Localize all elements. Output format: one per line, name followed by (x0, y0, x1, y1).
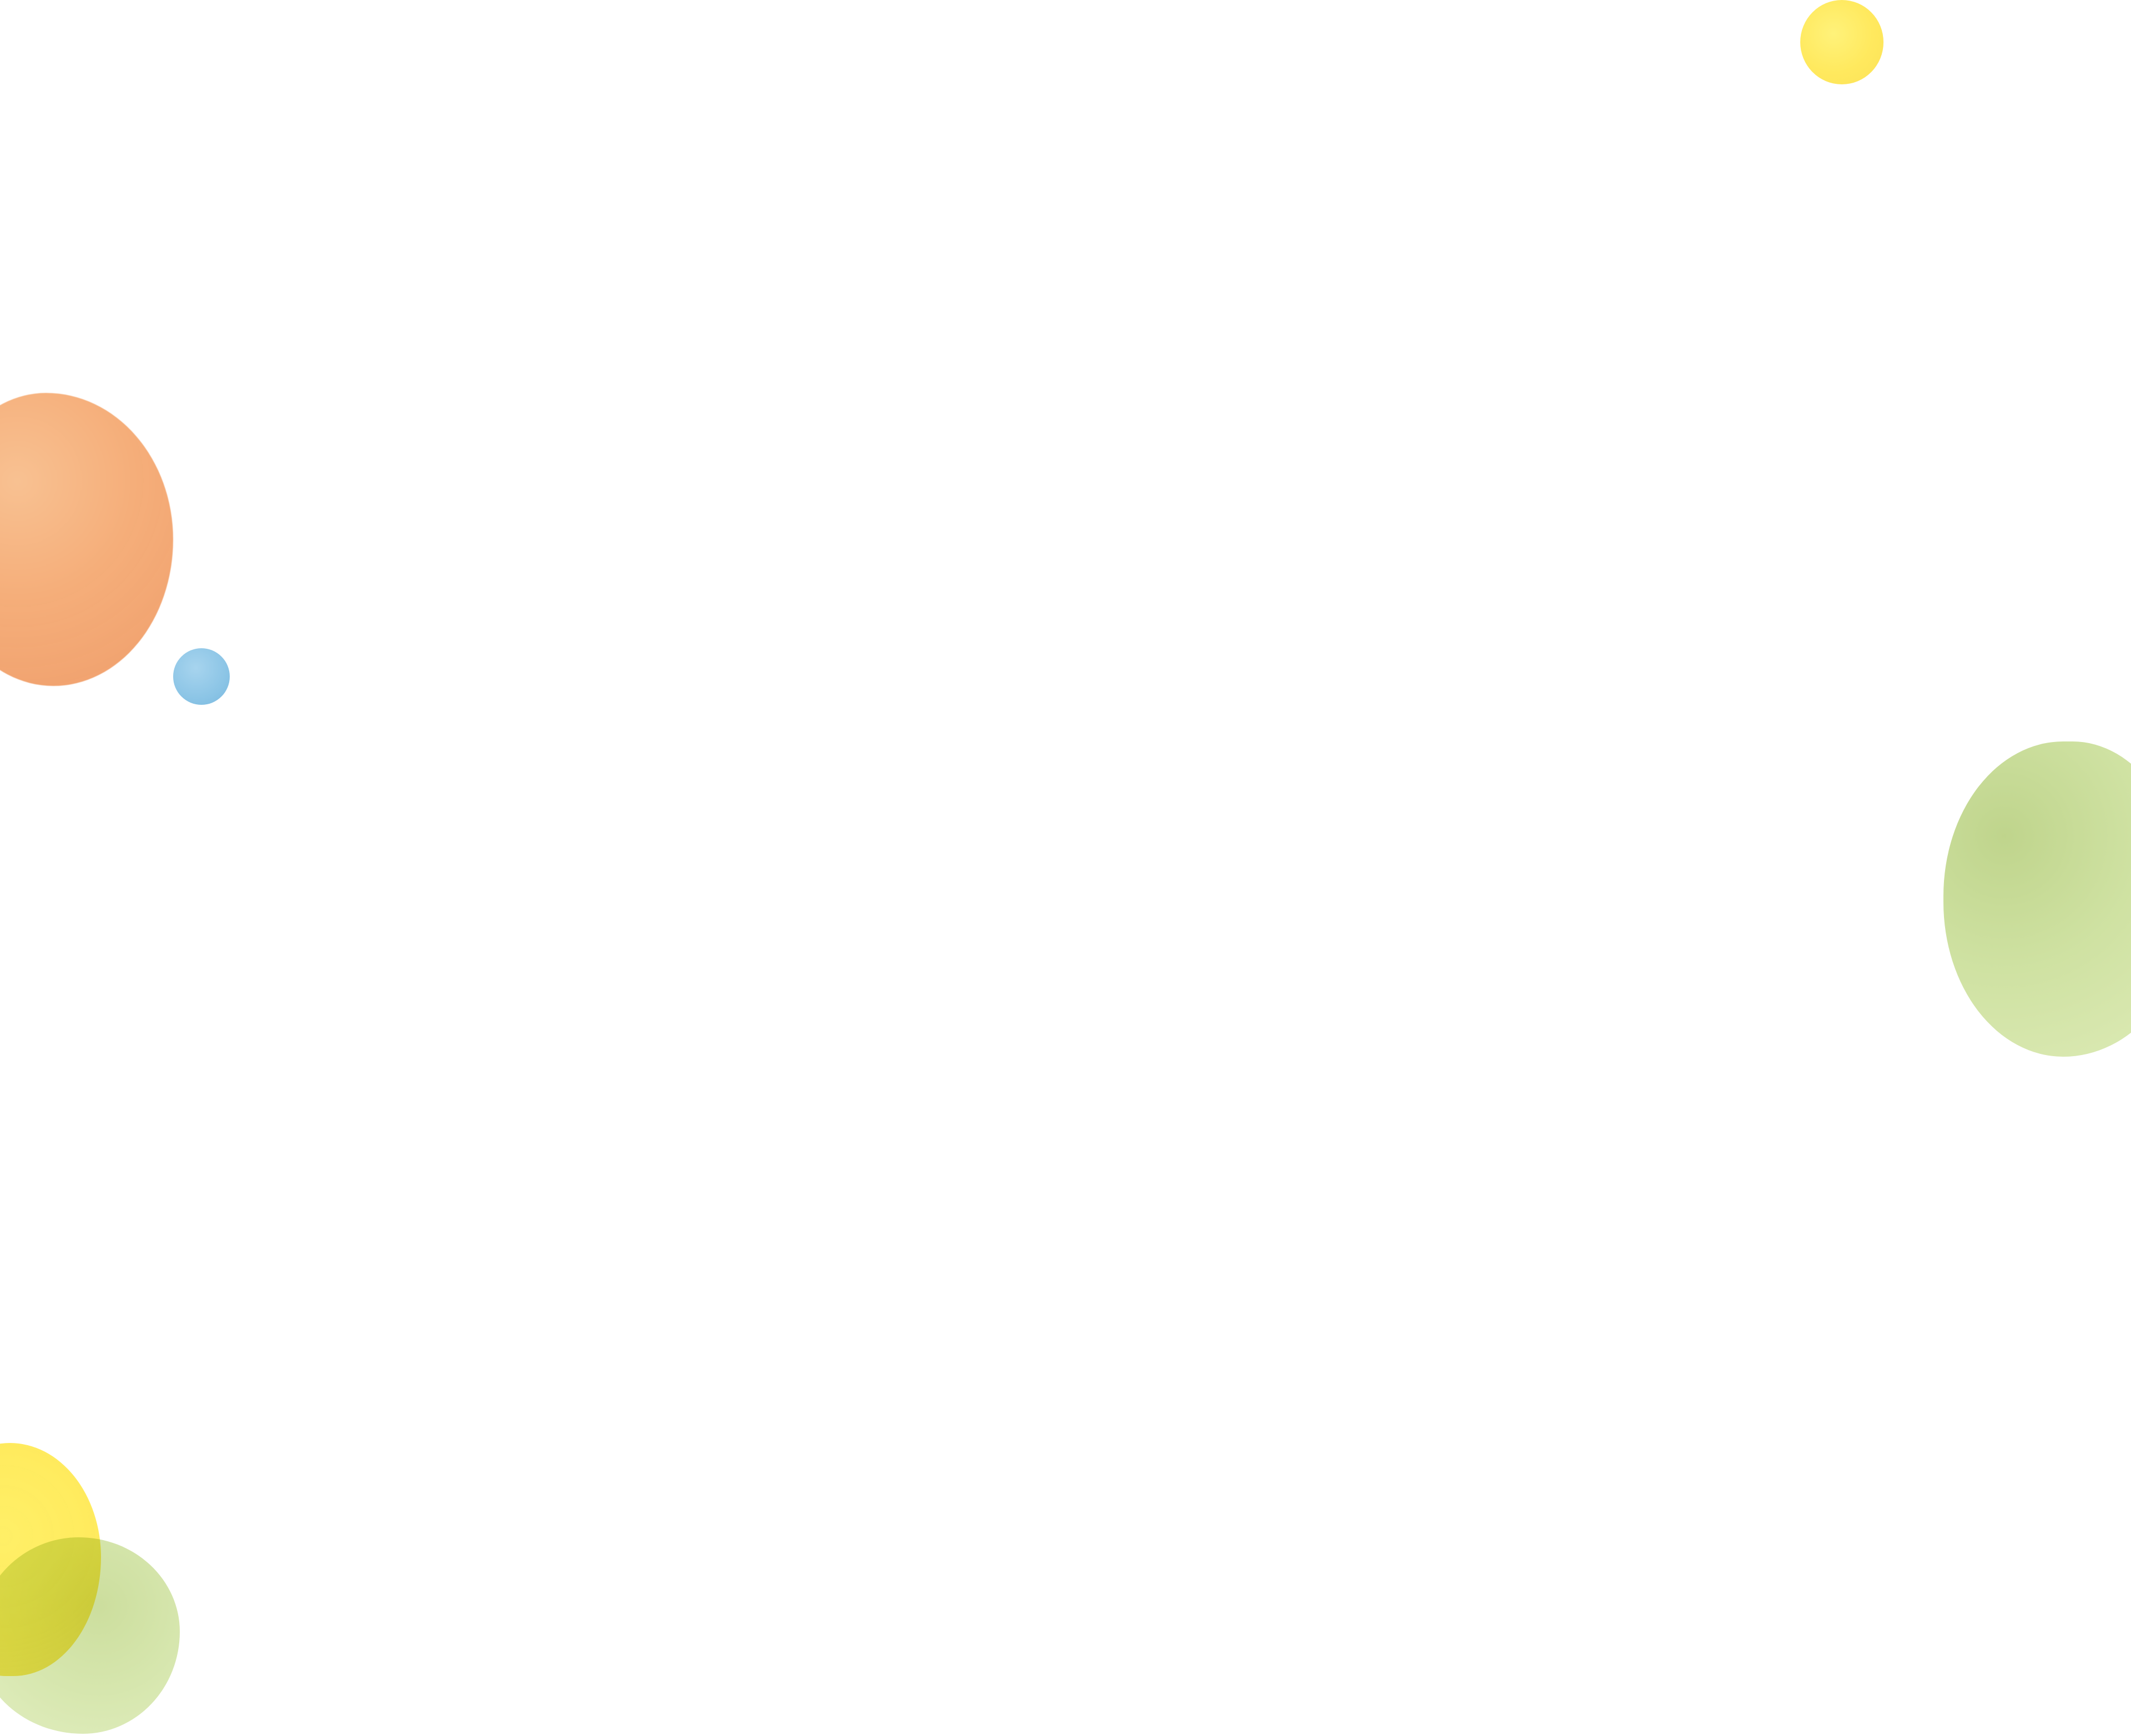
yellow-watercolor-dot (1800, 0, 1883, 84)
orange-watercolor-circle (0, 393, 173, 686)
green-watercolor-circle-right (1943, 741, 2131, 1057)
blue-watercolor-dot (173, 648, 230, 705)
